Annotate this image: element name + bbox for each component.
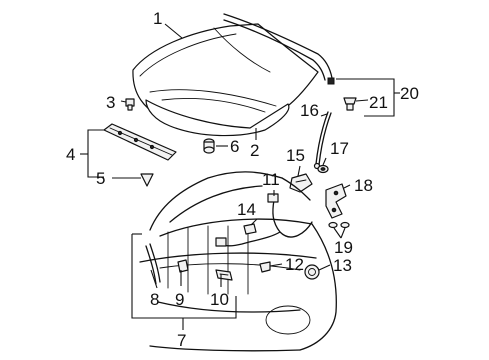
bracket-7 [131, 233, 237, 330]
callout-3: 3 [106, 93, 115, 112]
cable-clip-14 [243, 223, 257, 235]
callout-6: 6 [230, 137, 239, 156]
hood-bumper-3 [125, 98, 135, 111]
hood-panel [132, 23, 319, 137]
callout-20: 20 [400, 84, 419, 103]
callout-1: 1 [153, 9, 162, 28]
bracket-4 [80, 129, 104, 178]
callout-7: 7 [177, 331, 186, 350]
callout-12: 12 [285, 255, 304, 274]
clip-5 [140, 173, 154, 187]
grommet [317, 164, 329, 174]
vehicle-front-body [139, 171, 337, 352]
bracket-20 [336, 78, 400, 117]
callout-17: 17 [330, 139, 349, 158]
hood-lock [289, 173, 313, 193]
horn [304, 264, 320, 280]
callout-2: 2 [250, 141, 259, 160]
callout-16: 16 [300, 101, 319, 120]
callout-11: 11 [262, 170, 280, 189]
callout-14: 14 [237, 200, 256, 219]
hood-hinge [325, 183, 347, 219]
callout-18: 18 [354, 176, 373, 195]
callout-10: 10 [210, 290, 229, 309]
callout-8: 8 [150, 290, 159, 309]
callout-9: 9 [175, 290, 184, 309]
hood-bumper-21 [343, 97, 357, 111]
callout-5: 5 [96, 169, 105, 188]
weatherstrip-8 [145, 243, 161, 285]
hood-weatherstrip [223, 13, 335, 85]
support-rod [313, 111, 332, 170]
callout-15: 15 [286, 146, 305, 165]
callout-4: 4 [66, 145, 75, 164]
callout-21: 21 [369, 93, 388, 112]
callout-labels: 1 2 3 4 5 6 7 8 9 10 11 12 13 14 15 16 1… [66, 9, 419, 350]
clip-9 [177, 259, 189, 273]
hinge-bolts [328, 221, 350, 229]
clip-12 [259, 261, 271, 273]
leader-lines [112, 23, 369, 289]
callout-13: 13 [333, 256, 352, 275]
emblem [215, 269, 233, 281]
seal-strip [103, 123, 177, 161]
release-cable [215, 193, 313, 247]
callout-19: 19 [334, 238, 353, 257]
hood-cushion-6 [203, 138, 215, 154]
